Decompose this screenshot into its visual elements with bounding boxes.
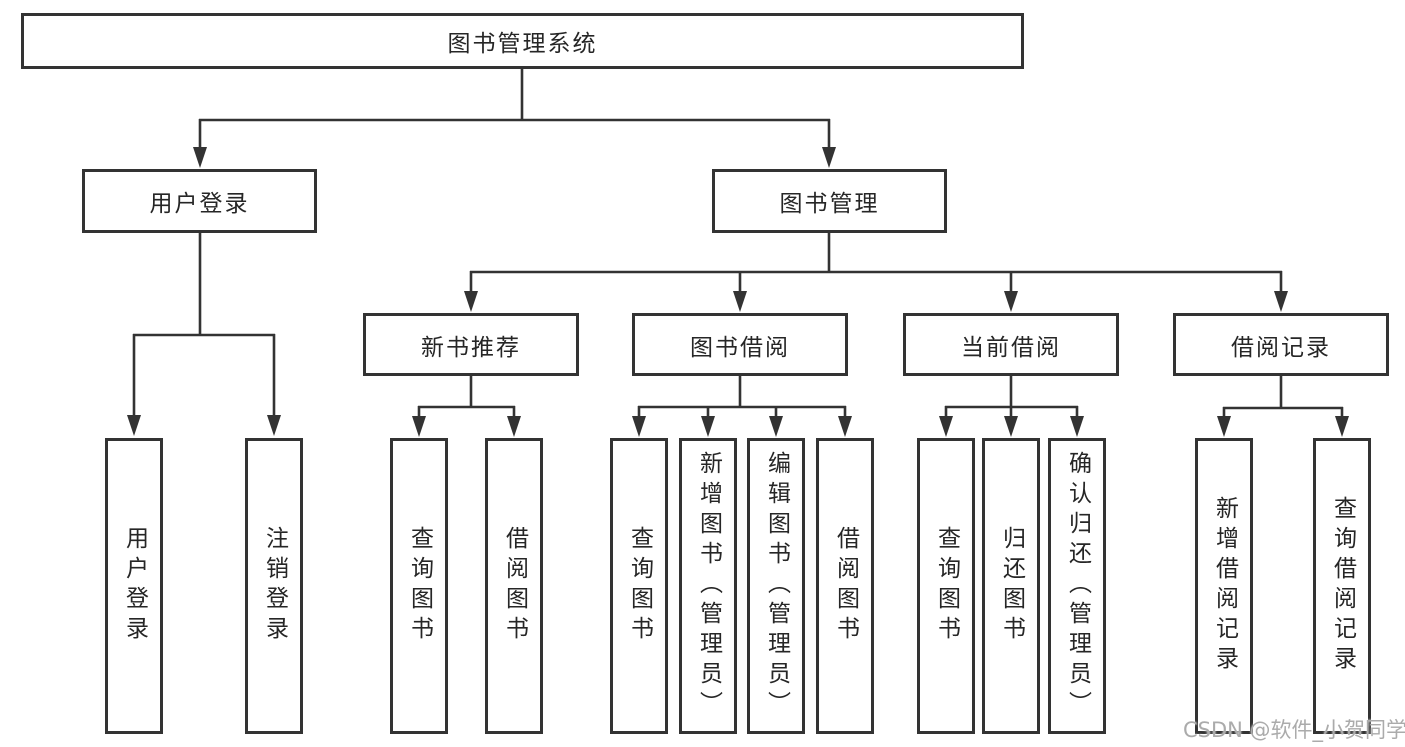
node-borrowing-records-label: 借阅记录 bbox=[1231, 334, 1331, 361]
leaf-query-book-current-label: 查询图书 bbox=[933, 526, 960, 646]
leaf-query-borrow-record: 查询借阅记录 bbox=[1313, 438, 1371, 734]
leaf-user-login: 用户登录 bbox=[105, 438, 163, 734]
node-current-borrowing: 当前借阅 bbox=[903, 313, 1119, 376]
leaf-user-login-label: 用户登录 bbox=[121, 526, 148, 646]
leaf-confirm-return-admin: 确认归还（管理员） bbox=[1048, 438, 1106, 734]
node-book-management: 图书管理 bbox=[712, 169, 947, 233]
node-book-borrowing: 图书借阅 bbox=[632, 313, 848, 376]
leaf-query-book-borrowing: 查询图书 bbox=[610, 438, 668, 734]
leaf-query-borrow-record-label: 查询借阅记录 bbox=[1329, 496, 1356, 676]
node-root: 图书管理系统 bbox=[21, 13, 1024, 69]
leaf-query-book-current: 查询图书 bbox=[917, 438, 975, 734]
node-user-login-label: 用户登录 bbox=[149, 191, 250, 217]
node-book-borrowing-label: 图书借阅 bbox=[690, 334, 790, 361]
leaf-query-book-recommend: 查询图书 bbox=[390, 438, 448, 734]
leaf-borrow-book-recommend-label: 借阅图书 bbox=[501, 526, 528, 646]
leaf-return-book-label: 归还图书 bbox=[998, 526, 1025, 646]
node-borrowing-records: 借阅记录 bbox=[1173, 313, 1389, 376]
watermark: CSDN @软件_小贺同学 bbox=[1183, 718, 1405, 742]
node-user-login: 用户登录 bbox=[82, 169, 317, 233]
leaf-logout: 注销登录 bbox=[245, 438, 303, 734]
node-new-book-recommend: 新书推荐 bbox=[363, 313, 579, 376]
leaf-edit-book-admin-label: 编辑图书（管理员） bbox=[763, 451, 790, 721]
node-current-borrowing-label: 当前借阅 bbox=[961, 334, 1061, 361]
leaf-logout-label: 注销登录 bbox=[261, 526, 288, 646]
leaf-return-book: 归还图书 bbox=[982, 438, 1040, 734]
leaf-add-borrow-record-label: 新增借阅记录 bbox=[1211, 496, 1238, 676]
node-book-management-label: 图书管理 bbox=[779, 191, 880, 217]
node-new-book-recommend-label: 新书推荐 bbox=[421, 334, 521, 361]
leaf-add-borrow-record: 新增借阅记录 bbox=[1195, 438, 1253, 734]
leaf-borrow-book-label: 借阅图书 bbox=[832, 526, 859, 646]
leaf-confirm-return-admin-label: 确认归还（管理员） bbox=[1064, 451, 1091, 721]
leaf-borrow-book-recommend: 借阅图书 bbox=[485, 438, 543, 734]
node-root-label: 图书管理系统 bbox=[447, 31, 598, 57]
leaf-query-book-recommend-label: 查询图书 bbox=[406, 526, 433, 646]
leaf-query-book-borrowing-label: 查询图书 bbox=[626, 526, 653, 646]
leaf-edit-book-admin: 编辑图书（管理员） bbox=[747, 438, 805, 734]
leaf-add-book-admin-label: 新增图书（管理员） bbox=[695, 451, 722, 721]
leaf-add-book-admin: 新增图书（管理员） bbox=[679, 438, 737, 734]
leaf-borrow-book: 借阅图书 bbox=[816, 438, 874, 734]
